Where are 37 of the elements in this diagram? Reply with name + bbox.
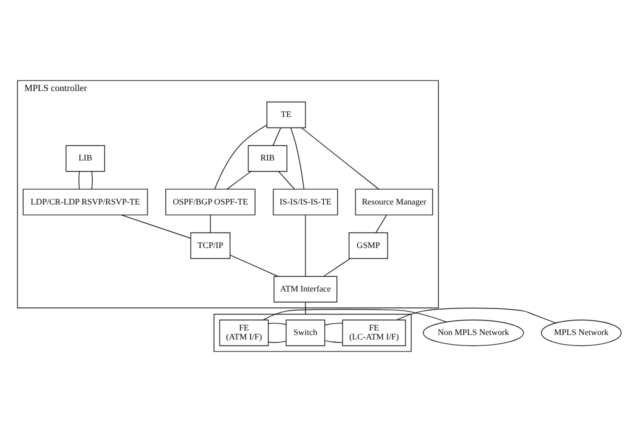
node-box: RIB — [248, 144, 288, 172]
node-ellipse: MPLS Network — [541, 319, 622, 346]
node-box: GSMP — [348, 232, 388, 258]
connector — [268, 340, 286, 342]
connector — [305, 301, 306, 314]
connector — [324, 340, 343, 342]
connector — [305, 214, 306, 276]
connector — [324, 322, 343, 325]
cluster — [214, 313, 412, 352]
node-box: Switch — [286, 319, 326, 346]
connector — [91, 170, 93, 189]
connector — [272, 126, 282, 146]
connector — [214, 124, 267, 190]
connector — [396, 307, 556, 323]
connector — [301, 127, 379, 189]
node-box: FE (LC-ATM I/F) — [342, 319, 406, 346]
node-box: IS-IS/IS-IS-TE — [272, 188, 338, 215]
node-box: LDP/CR-LDP RSVP/RSVP-TE — [22, 188, 148, 215]
node-ellipse: Non MPLS Network — [422, 319, 524, 346]
node-box: Resource Manager — [355, 188, 434, 215]
node-box: TCP/IP — [190, 232, 230, 258]
connector — [78, 170, 80, 189]
node-box: ATM Interface — [274, 276, 338, 302]
connector — [210, 214, 211, 232]
connector — [121, 214, 191, 238]
node-box: FE (ATM I/F) — [219, 319, 269, 346]
connector — [268, 322, 286, 324]
node-box: TE — [266, 101, 306, 128]
connector — [278, 170, 295, 189]
node-box: LIB — [66, 144, 105, 172]
connector — [226, 170, 252, 190]
connector — [290, 127, 304, 189]
connector — [376, 214, 387, 232]
connector — [230, 254, 278, 276]
connector — [323, 258, 350, 276]
connector — [262, 308, 447, 322]
node-box: OSPF/BGP OSPF-TE — [165, 188, 256, 215]
